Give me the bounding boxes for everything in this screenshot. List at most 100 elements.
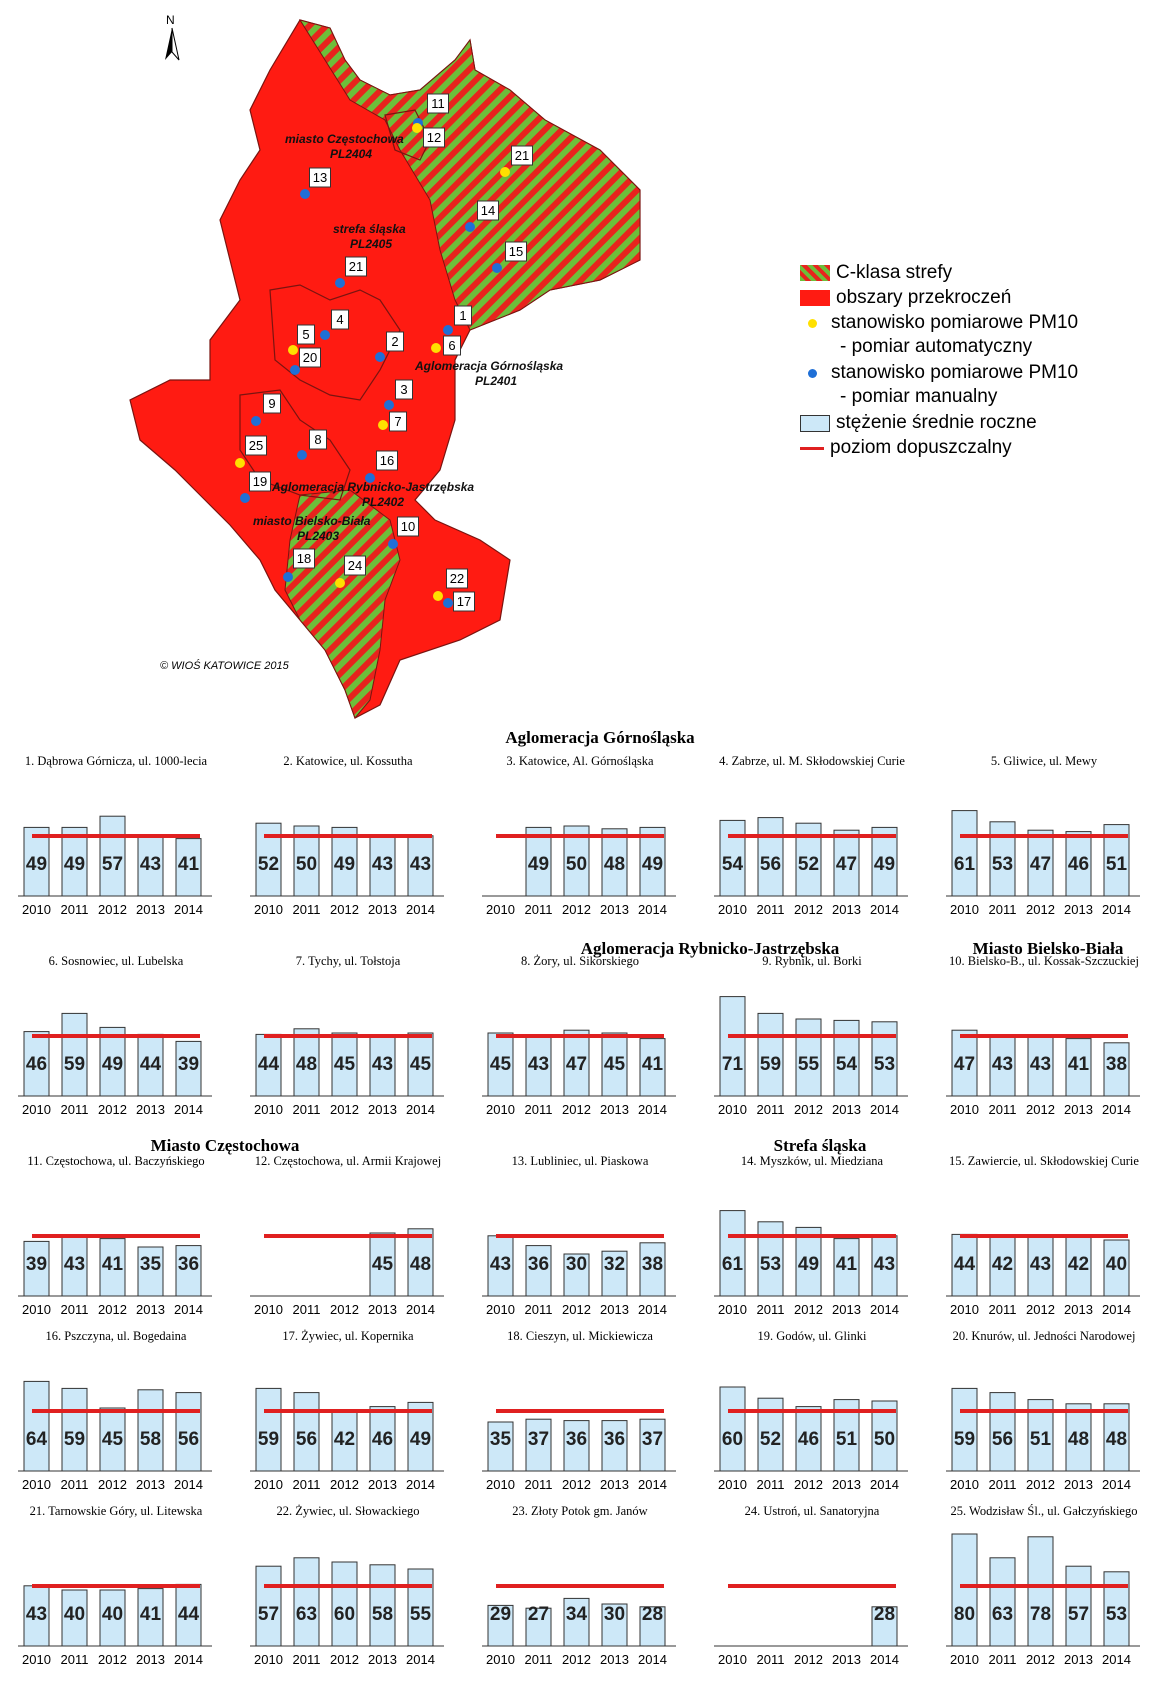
tick-label: 2013	[136, 1652, 165, 1667]
data-label: 30	[604, 1604, 625, 1625]
zone-label-czestochowa: miasto Częstochowa	[285, 132, 404, 146]
bar	[61, 1589, 88, 1647]
station-label-box	[423, 127, 445, 148]
data-label: 52	[798, 854, 819, 875]
tick-label: 2012	[794, 1102, 823, 1117]
data-label: 56	[296, 1429, 317, 1450]
data-label: 59	[64, 1429, 85, 1450]
tick-label: 2011	[61, 1302, 89, 1317]
tick-label: 2011	[293, 1477, 321, 1492]
tick-label: 2010	[486, 1652, 515, 1667]
chart-title: 16. Pszczyna, ul. Bogedaina	[45, 1329, 187, 1343]
tick-label: 2013	[136, 902, 165, 917]
tick-label: 2012	[794, 1652, 823, 1667]
bar	[407, 1401, 434, 1472]
tick-label: 2012	[330, 902, 359, 917]
tick-label: 2010	[950, 1102, 979, 1117]
bar	[1065, 831, 1092, 897]
data-label: 45	[334, 1054, 356, 1075]
bar	[23, 826, 50, 897]
data-label: 40	[1106, 1254, 1127, 1275]
tick-label: 2014	[870, 1477, 899, 1492]
data-label: 55	[410, 1604, 432, 1625]
data-label: 49	[64, 854, 85, 875]
data-label: 44	[178, 1604, 200, 1625]
tick-label: 2014	[870, 1102, 899, 1117]
data-label: 48	[1106, 1429, 1127, 1450]
data-label: 41	[102, 1254, 124, 1275]
tick-label: 2010	[718, 1477, 747, 1492]
legend-exceedance-label: obszary przekroczeń	[836, 287, 1012, 308]
station-dot-20	[290, 365, 300, 375]
bar	[1027, 1235, 1054, 1297]
chart-title: 13. Lubliniec, ul. Piaskowa	[511, 1154, 649, 1168]
bar	[757, 1012, 784, 1097]
zone-code-gornoslaska: PL2401	[475, 374, 517, 388]
bar	[99, 1589, 126, 1647]
tick-label: 2011	[757, 1302, 785, 1317]
tick-label: 2010	[254, 902, 283, 917]
c-class-zone-south	[284, 489, 401, 719]
yellow-dot-icon	[808, 318, 817, 328]
tick-label: 2014	[638, 1102, 667, 1117]
station-label-24: 24	[348, 558, 362, 573]
bar	[989, 1557, 1016, 1647]
bar	[175, 1245, 202, 1297]
bar	[137, 835, 164, 897]
data-label: 48	[604, 854, 625, 875]
data-label: 39	[26, 1254, 47, 1275]
tick-label: 2013	[136, 1302, 165, 1317]
bar	[407, 835, 434, 897]
tick-label: 2013	[1064, 1652, 1093, 1667]
station-label-12: 12	[427, 130, 441, 145]
bar	[639, 1242, 666, 1297]
data-label: 59	[760, 1054, 781, 1075]
station-label-19: 19	[253, 474, 267, 489]
bar	[331, 1561, 358, 1647]
data-label: 29	[490, 1604, 511, 1625]
bar	[1027, 829, 1054, 897]
bar-swatch-icon	[800, 414, 830, 432]
chart-title: 12. Częstochowa, ul. Armii Krajowej	[254, 1154, 442, 1168]
tick-label: 2011	[525, 1652, 553, 1667]
data-label: 43	[410, 854, 431, 875]
tick-label: 2012	[98, 1477, 127, 1492]
tick-label: 2012	[562, 1652, 591, 1667]
data-label: 47	[566, 1054, 587, 1075]
data-label: 50	[874, 1429, 895, 1450]
tick-label: 2010	[718, 1302, 747, 1317]
bar	[1103, 1239, 1130, 1297]
data-label: 48	[410, 1254, 431, 1275]
chart-title: 4. Zabrze, ul. M. Skłodowskiej Curie	[719, 754, 905, 768]
group-title-czestochowa: Miasto Częstochowa	[150, 1136, 300, 1155]
station-label-14: 14	[481, 203, 495, 218]
data-label: 43	[372, 854, 393, 875]
tick-label: 2011	[525, 1477, 553, 1492]
station-label-box	[249, 471, 271, 492]
station-label-box	[297, 324, 315, 345]
data-label: 60	[334, 1604, 355, 1625]
data-label: 58	[140, 1429, 161, 1450]
data-label: 35	[490, 1429, 512, 1450]
data-label: 27	[528, 1604, 549, 1625]
bar	[989, 1392, 1016, 1472]
legend-c-class: C-klasa strefy	[800, 262, 952, 284]
legend-limit-label: poziom dopuszczalny	[830, 437, 1012, 458]
bar	[175, 1392, 202, 1472]
chart-title: 21. Tarnowskie Góry, ul. Litewska	[29, 1504, 203, 1518]
station-label-16: 16	[380, 453, 394, 468]
tick-label: 2010	[718, 1652, 747, 1667]
bar	[61, 826, 88, 897]
tick-label: 2014	[406, 1102, 435, 1117]
group-title-gornoslaska: Aglomeracja Górnośląska	[505, 728, 695, 747]
tick-label: 2012	[562, 1477, 591, 1492]
bar	[525, 1245, 552, 1297]
bar	[1065, 1038, 1092, 1097]
bar	[137, 1389, 164, 1472]
bar	[255, 1033, 282, 1097]
